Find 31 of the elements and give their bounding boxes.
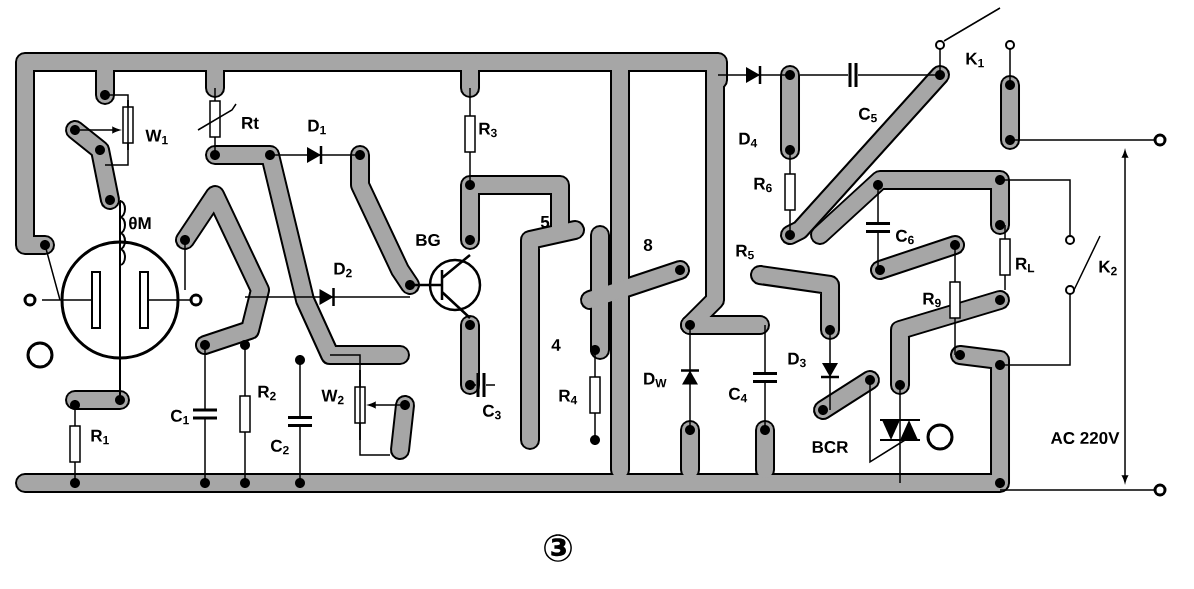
component-label: D$_{W}$ — [644, 372, 667, 388]
component-label: D$_{1}$ — [308, 119, 326, 135]
component-label: AC 220V — [1050, 432, 1120, 445]
component-label: 8 — [643, 239, 653, 252]
component-label: C$_{2}$ — [271, 439, 289, 455]
component-label: R$_{6}$ — [754, 177, 772, 193]
component-label: C$_{3}$ — [483, 404, 501, 420]
component-label: Rt — [242, 117, 259, 129]
component-label: D$_{3}$ — [788, 352, 806, 368]
component-label: R$_{2}$ — [258, 385, 276, 401]
component-label: θM — [129, 216, 151, 230]
component-label: R$_{9}$ — [923, 292, 941, 308]
component-label: K$_{1}$ — [966, 52, 984, 68]
component-label: R$_{4}$ — [559, 389, 578, 405]
component-label: BG — [416, 234, 440, 247]
component-label: R$_{3}$ — [479, 122, 497, 138]
component-label: 4 — [551, 339, 561, 351]
component-label: C$_{1}$ — [171, 409, 189, 425]
component-label: C$_{6}$ — [896, 229, 914, 245]
component-label: C$_{5}$ — [859, 107, 877, 123]
component-label: K$_{2}$ — [1099, 260, 1117, 276]
component-label: C$_{4}$ — [729, 387, 748, 403]
component-label: W$_{2}$ — [321, 389, 344, 405]
component-label: D$_{4}$ — [739, 132, 758, 148]
figure-number: ③ — [544, 534, 572, 562]
component-label: W$_{1}$ — [145, 129, 168, 145]
component-label: BCR — [812, 441, 849, 454]
component-label: R$_{5}$ — [736, 244, 754, 260]
component-label: R$_{1}$ — [91, 429, 109, 445]
component-label: R$_{L}$ — [1016, 257, 1035, 273]
component-label: D$_{2}$ — [334, 262, 352, 278]
